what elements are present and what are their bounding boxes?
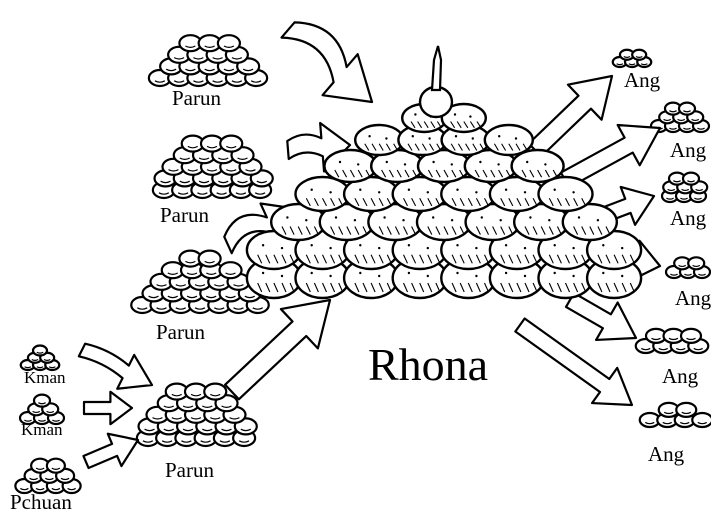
ang-pile-5 bbox=[636, 329, 709, 353]
arrow-ang-5 bbox=[566, 293, 636, 340]
source-label-3: Parun bbox=[156, 322, 205, 343]
output-label-6: Ang bbox=[648, 444, 684, 465]
ang-pile-4 bbox=[666, 257, 710, 278]
sub-source-label-3: Pchuan bbox=[10, 492, 72, 513]
arrow-parun-4 bbox=[225, 300, 330, 399]
output-label-1: Ang bbox=[624, 70, 660, 91]
output-label-5: Ang bbox=[662, 366, 698, 387]
source-label-1: Parun bbox=[172, 88, 221, 109]
source-label-4: Parun bbox=[165, 460, 214, 481]
output-label-3: Ang bbox=[670, 208, 706, 229]
arrow-ang-1 bbox=[529, 76, 612, 156]
ang-pile-3 bbox=[662, 173, 707, 202]
arrow-kman-2 bbox=[84, 392, 132, 424]
arrow-pchuan bbox=[83, 434, 138, 468]
sub-source-label-1: Kman bbox=[24, 369, 66, 386]
ang-pile-6 bbox=[640, 403, 711, 427]
parun-pile-1 bbox=[149, 35, 267, 86]
pyramid-crown-bulb bbox=[420, 87, 452, 117]
output-label-4: Ang bbox=[675, 288, 711, 309]
ang-pile-1 bbox=[613, 50, 652, 67]
sub-source-label-2: Kman bbox=[21, 421, 63, 438]
arrow-kman-1 bbox=[79, 344, 152, 389]
kman-pile-1 bbox=[21, 346, 60, 371]
pyramid-crown-spike bbox=[432, 46, 441, 90]
center-label: Rhona bbox=[368, 342, 488, 388]
parun-pile-2 bbox=[153, 136, 273, 198]
source-label-2: Parun bbox=[160, 205, 209, 226]
output-label-2: Ang bbox=[670, 140, 706, 161]
pchuan-pile bbox=[15, 459, 80, 493]
arrow-parun-1 bbox=[281, 22, 372, 102]
